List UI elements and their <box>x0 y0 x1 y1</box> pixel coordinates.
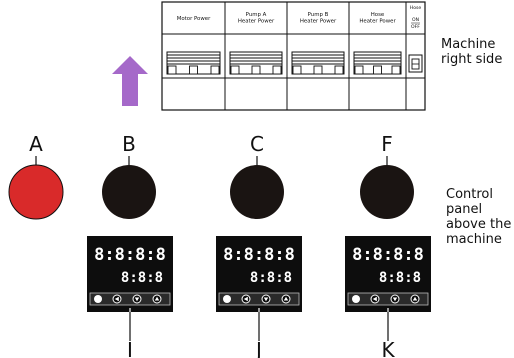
small-switch-label: Hose <box>410 5 422 11</box>
breaker-handles <box>166 51 402 75</box>
breaker-2-handle[interactable] <box>229 51 283 75</box>
controller-label-J: J <box>254 338 262 358</box>
controller-left-button[interactable] <box>241 294 251 304</box>
breaker-3-handle[interactable] <box>291 51 345 75</box>
breaker-label-pump-b-line2: Heater Power <box>300 19 337 25</box>
controller-top-display: 8:8:8:8 <box>352 245 424 265</box>
controller-left-button[interactable] <box>370 294 380 304</box>
up-arrow-icon <box>112 56 148 106</box>
temperature-controller-K: 8:8:8:8 8:8:8K <box>345 236 431 358</box>
temperature-controller-J: 8:8:8:8 8:8:8J <box>216 236 302 358</box>
knob-f-label: F <box>381 132 393 156</box>
breaker-label-pump-a-line1: Pump A <box>246 12 267 18</box>
knob-c[interactable]: C <box>230 132 284 219</box>
knob-b[interactable]: B <box>102 132 156 219</box>
controller-top-display: 8:8:8:8 <box>94 245 166 265</box>
controller-power-button[interactable] <box>94 295 102 303</box>
controller-top-display: 8:8:8:8 <box>223 245 295 265</box>
knob-f[interactable]: F <box>360 132 414 219</box>
controller-up-button[interactable] <box>410 294 420 304</box>
knob-a[interactable]: A <box>8 132 64 220</box>
controller-left-button[interactable] <box>112 294 122 304</box>
small-switch-handle[interactable] <box>408 54 423 73</box>
controller-up-button[interactable] <box>281 294 291 304</box>
controller-power-button[interactable] <box>223 295 231 303</box>
controller-bottom-display: 8:8:8 <box>379 270 421 286</box>
breaker-4-handle[interactable] <box>353 51 402 75</box>
controller-power-button[interactable] <box>352 295 360 303</box>
control-label-line1: Control <box>446 187 493 202</box>
controller-bottom-display: 8:8:8 <box>121 270 163 286</box>
control-label-line3: above the <box>446 217 511 232</box>
small-switch-on: ON <box>412 17 419 23</box>
machine-label-line1: Machine <box>441 37 495 52</box>
knob-c-label: C <box>250 132 264 156</box>
controller-down-button[interactable] <box>132 294 142 304</box>
breaker-label-motor: Motor Power <box>177 16 211 22</box>
controller-label-I: I <box>127 338 133 358</box>
breaker-panel: Motor Power Pump A Heater Power Pump B H… <box>161 1 426 111</box>
control-label-line2: panel <box>446 202 482 217</box>
breaker-label-hose-line2: Heater Power <box>359 19 396 25</box>
controller-down-button[interactable] <box>390 294 400 304</box>
breaker-1-handle[interactable] <box>166 51 221 75</box>
controller-bottom-display: 8:8:8 <box>250 270 292 286</box>
controller-down-button[interactable] <box>261 294 271 304</box>
small-switch-off: OFF <box>411 24 420 30</box>
controller-up-button[interactable] <box>152 294 162 304</box>
control-label-line4: machine <box>446 232 502 247</box>
breaker-label-hose-line1: Hose <box>371 12 385 18</box>
breaker-label-pump-b-line1: Pump B <box>308 12 329 18</box>
breaker-label-pump-a-line2: Heater Power <box>238 19 275 25</box>
knob-b-label: B <box>122 132 136 156</box>
temperature-controller-I: 8:8:8:8 8:8:8I <box>87 236 173 358</box>
machine-label-line2: right side <box>441 52 502 67</box>
controller-label-K: K <box>381 338 395 358</box>
knob-a-label: A <box>29 132 43 156</box>
